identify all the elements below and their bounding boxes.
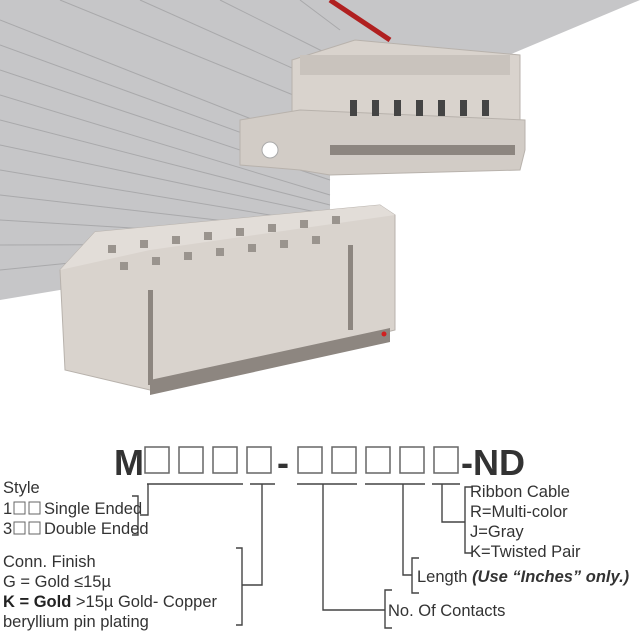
cable-title: Ribbon Cable xyxy=(470,483,570,501)
finish-k-line2: beryllium pin plating xyxy=(3,613,149,631)
part-prefix: M xyxy=(114,442,144,483)
style-title: Style xyxy=(3,479,40,497)
connector-back xyxy=(239,39,526,176)
cable-assembly-photo xyxy=(0,0,640,395)
style-single-ended: Single Ended xyxy=(44,500,142,518)
part-suffix: -ND xyxy=(461,442,525,483)
finish-title: Conn. Finish xyxy=(3,553,96,571)
cable-multicolor: R=Multi-color xyxy=(470,503,568,521)
leader-lines xyxy=(132,483,472,629)
finish-k-bold: K = Gold xyxy=(3,593,71,611)
style-code-1: 1 xyxy=(3,500,12,518)
part-dash: - xyxy=(277,442,289,483)
finish-gold: G = Gold ≤15µ xyxy=(3,573,111,591)
length-text: Length xyxy=(417,568,472,586)
part-number-template: M - -ND xyxy=(114,442,525,483)
connector-front xyxy=(59,204,396,395)
cable-twisted-pair: K=Twisted Pair xyxy=(470,543,581,561)
length-note: (Use “Inches” only.) xyxy=(472,568,630,586)
finish-k: K = Gold >15µ Gold- Copper xyxy=(3,593,218,611)
cable-gray: J=Gray xyxy=(470,523,524,541)
contacts-label: No. Of Contacts xyxy=(388,602,505,620)
code-boxes xyxy=(144,446,459,474)
length-label: Length (Use “Inches” only.) xyxy=(417,568,630,586)
style-code-3: 3 xyxy=(3,520,12,538)
finish-k-rest: >15µ Gold- Copper xyxy=(71,593,217,611)
style-double-ended: Double Ended xyxy=(44,520,149,538)
red-stripe xyxy=(328,0,392,43)
